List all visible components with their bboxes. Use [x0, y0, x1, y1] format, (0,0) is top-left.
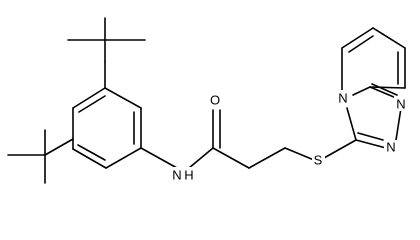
sulfur-label: S — [314, 153, 323, 168]
bond-ring-3 — [105, 147, 142, 169]
bond-ch2-ch2 — [248, 147, 286, 169]
ring-nitrogen-bottom-label: N — [386, 140, 395, 155]
bond-c6-c7 — [372, 27, 406, 49]
tert-butyl-top — [67, 17, 146, 89]
ring-nitrogen-right-label: N — [396, 97, 405, 112]
benzene-ring — [72, 87, 142, 169]
tert-butyl-bottom — [7, 129, 74, 184]
bond-carbonyl-to-ch2 — [212, 147, 250, 169]
bond-ring-to-nh — [140, 147, 178, 169]
molecule-drawing: O N H S N N N — [7, 17, 408, 184]
bond-c3-n-inner — [357, 132, 384, 141]
amide-oxygen-label: O — [210, 93, 220, 108]
atom-labels: O N H S N N N — [168, 90, 408, 183]
bond-c8-c8a — [369, 86, 406, 89]
amide-hydrogen-label: H — [184, 168, 193, 183]
ring-nitrogen-bridgehead-label: N — [338, 91, 347, 106]
bond-c5-c6 — [341, 27, 374, 49]
bond-ring-1 — [104, 87, 142, 109]
bond-c3-n — [355, 139, 387, 149]
bond-ring-6 — [72, 87, 106, 109]
bond-s-to-triazole — [323, 139, 357, 159]
amide-nitrogen-label: N — [172, 168, 181, 183]
amide-chain — [140, 109, 357, 169]
bond-ch2-to-s — [284, 147, 315, 161]
bond-ring-4 — [72, 148, 107, 169]
bond-ring-4-inner — [77, 144, 106, 161]
bond-n-n — [395, 107, 402, 141]
bond-c8a-n4 — [352, 86, 371, 96]
bond-c5-c6-inner — [348, 35, 374, 53]
triazolopyridine — [341, 27, 406, 149]
bond-ring-6-inner — [78, 95, 106, 113]
structure-diagram: O N H S N N N — [7, 17, 408, 184]
bond-nh-to-carbonyl — [188, 147, 214, 169]
bond-c3-n4 — [346, 107, 357, 141]
bond-tbu-bottom-to-ring — [44, 138, 74, 156]
bond-n-c8a-inner — [371, 83, 398, 96]
